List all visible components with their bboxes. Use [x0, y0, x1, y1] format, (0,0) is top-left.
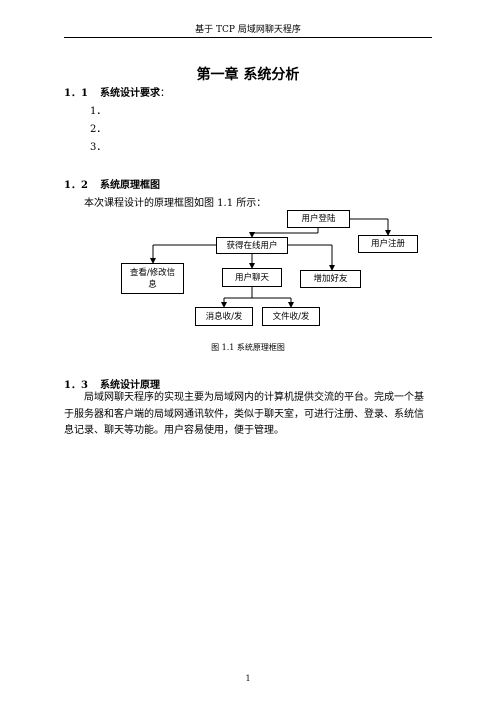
box-get-online-users: 获得在线用户 — [216, 237, 288, 254]
box-view-edit-info: 查看/修改信息 — [121, 263, 184, 294]
section-heading-1-1: 1．1 系统设计要求： — [64, 84, 170, 99]
running-header: 基于 TCP 局域网聊天程序 — [195, 25, 301, 35]
box-message-send-receive: 消息收/发 — [195, 307, 253, 326]
page-number: 1 — [245, 674, 251, 683]
box-user-chat: 用户聊天 — [222, 268, 282, 287]
section-heading-1-2: 1．2 系统原理框图 — [64, 176, 160, 191]
section-number: 1．1 — [64, 88, 88, 99]
requirement-item: 1． — [90, 106, 107, 117]
box-user-register: 用户注册 — [358, 235, 418, 253]
section-number: 1．3 — [64, 380, 88, 391]
diagram-intro: 本次课程设计的原理框图如图 1.1 所示： — [84, 198, 267, 209]
box-add-friend: 增加好友 — [300, 270, 361, 288]
figure-caption: 图 1.1 系统原理框图 — [211, 343, 285, 352]
principle-paragraph: 局域网聊天程序的实现主要为局域网内的计算机提供交流的平台。完成一个基于服务器和客… — [64, 392, 424, 436]
section-title: 系统原理框图 — [100, 180, 160, 191]
box-user-login: 用户登陆 — [287, 210, 350, 228]
section-number: 1．2 — [64, 180, 88, 191]
header-rule — [64, 37, 432, 38]
section-suffix: ： — [160, 88, 170, 99]
chapter-title: 第一章 系统分析 — [196, 67, 300, 83]
section-heading-1-3: 1．3 系统设计原理 — [64, 376, 160, 391]
section-title: 系统设计要求 — [100, 88, 160, 99]
requirement-item: 3． — [90, 142, 107, 153]
section-title: 系统设计原理 — [100, 380, 160, 391]
box-file-send-receive: 文件收/发 — [262, 307, 320, 326]
requirement-item: 2． — [90, 124, 107, 135]
